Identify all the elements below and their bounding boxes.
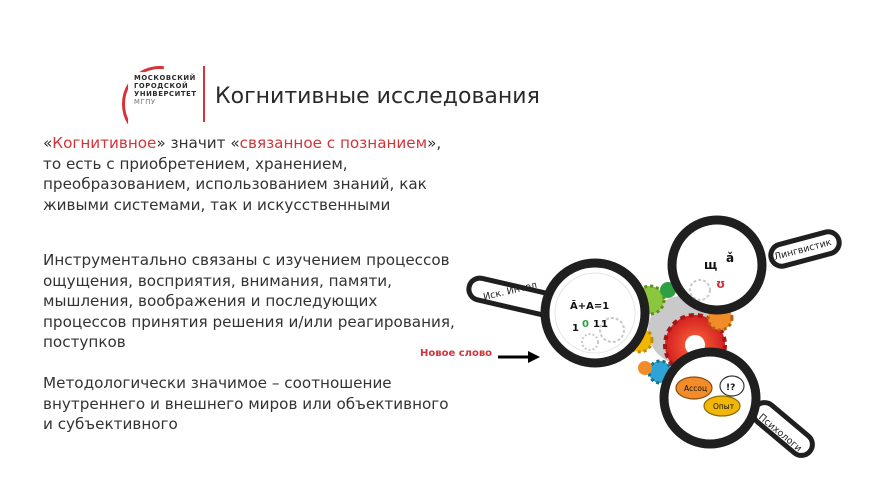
logo-line-4: МГПУ (134, 98, 156, 106)
university-logo: МОСКОВСКИЙ ГОРОДСКОЙ УНИВЕРСИТЕТ МГПУ (120, 66, 210, 142)
paragraph1-mid: » значит « (156, 134, 240, 152)
letter-a-caron: ǎ (726, 251, 734, 265)
bubble-experience-icon (703, 395, 741, 417)
bubble-experience-text: Опыт (713, 402, 735, 411)
bubble-question-text: !? (726, 383, 735, 393)
logo-line-1: МОСКОВСКИЙ (134, 74, 196, 82)
binary-digit-4: 1 (601, 319, 608, 330)
paragraph-instrumental: Инструментально связаны с изучением проц… (43, 251, 455, 351)
term-cognition: связанное с познанием (239, 134, 428, 152)
formula-text: Ā+A=1 (570, 299, 609, 312)
quote-open: « (43, 134, 53, 152)
arrow-icon (498, 351, 540, 363)
lens-ai-icon (466, 258, 650, 368)
logo-line-2: ГОРОДСКОЙ (134, 82, 189, 90)
binary-digit-1: 1 (572, 323, 579, 334)
lens-psychology-icon (659, 347, 815, 458)
logo-line-3: УНИВЕРСИТЕТ (134, 90, 197, 98)
bubble-assoc-icon (675, 376, 713, 400)
bubble-question-icon (719, 375, 745, 397)
binary-digit-3: 1 (593, 319, 600, 330)
gears-bg-left-icon (581, 317, 625, 351)
term-cognitive: Когнитивное (52, 134, 157, 152)
cognitive-fields-diagram: Иск. Интел Ā+A=1 1 0 1 1 Лингвистик щ ǎ … (466, 215, 842, 458)
paragraph-cognitive-definition: «Когнитивное» значит «связанное с познан… (43, 133, 463, 215)
lens-linguistics-icon (667, 215, 842, 315)
logo-text: МОСКОВСКИЙ ГОРОДСКОЙ УНИВЕРСИТЕТ МГПУ (134, 74, 197, 106)
gears-bg-top-icon (689, 279, 711, 301)
paragraph-methodological: Методологически значимое – соотношение в… (43, 374, 449, 433)
bubble-assoc-text: Ассоц (684, 384, 707, 393)
paragraph1-rest: », то есть с приобретением, хранением, п… (43, 134, 442, 214)
new-word-label: Новое слово (420, 348, 493, 359)
header-divider (203, 66, 205, 122)
slide-title: Когнитивные исследования (215, 84, 540, 109)
letter-shch: щ (704, 258, 717, 272)
letter-upsilon: ʊ (716, 277, 725, 291)
binary-digit-2: 0 (582, 319, 589, 330)
